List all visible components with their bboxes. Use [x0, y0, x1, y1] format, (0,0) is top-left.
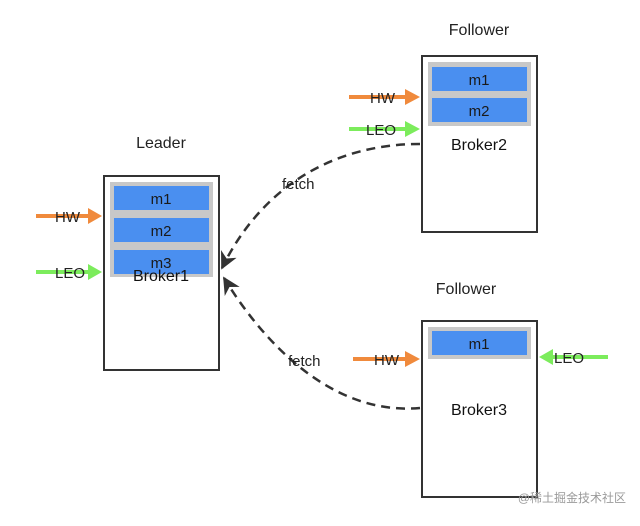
broker1-group: Leader m1 m2 m3 Broker1 HW LEO	[36, 135, 220, 371]
broker1-leo-arrow: LEO	[36, 264, 102, 282]
broker1-message-m3	[114, 250, 209, 274]
broker3-message-m1	[432, 331, 527, 355]
broker3-leo-label: LEO	[554, 350, 584, 367]
watermark-text: @稀土掘金技术社区	[518, 490, 626, 505]
broker3-hw-label: HW	[374, 352, 400, 369]
leader-role-label: Leader	[136, 135, 186, 152]
broker1-message-m1-label: m1	[151, 191, 172, 208]
broker3-leo-arrow: LEO	[539, 349, 608, 367]
broker2-hw-arrow: HW	[349, 89, 420, 107]
broker1-leo-label: LEO	[55, 265, 85, 282]
broker3-hw-arrow: HW	[353, 351, 420, 369]
broker1-message-m2	[114, 218, 209, 242]
broker1-name: Broker1	[133, 268, 189, 285]
broker2-message-m1-label: m1	[469, 72, 490, 89]
fetch-label-bottom: fetch	[288, 353, 321, 370]
broker1-hw-arrow: HW	[36, 208, 102, 226]
fetch-connector-top: fetch	[220, 142, 421, 270]
broker1-hw-label: HW	[55, 209, 81, 226]
broker2-hw-label: HW	[370, 90, 396, 107]
broker1-message-m2-label: m2	[151, 223, 172, 240]
broker2-role-label: Follower	[449, 22, 510, 39]
broker1-message-m1	[114, 186, 209, 210]
broker1-message-m3-label: m3	[151, 255, 172, 272]
broker3-name: Broker3	[451, 402, 507, 419]
broker3-group: Follower m1 Broker3 HW LEO	[353, 281, 608, 498]
broker2-leo-label: LEO	[366, 122, 396, 139]
broker2-message-m1	[432, 67, 527, 91]
broker2-name: Broker2	[451, 137, 507, 154]
fetch-connector-bottom: fetch	[222, 276, 421, 410]
broker2-message-m2	[432, 98, 527, 122]
broker2-group: Follower m1 m2 Broker2 HW LEO	[349, 22, 538, 233]
broker2-leo-arrow: LEO	[349, 121, 420, 139]
fetch-label-top: fetch	[282, 176, 315, 193]
broker3-message-m1-label: m1	[469, 336, 490, 353]
broker2-message-m2-label: m2	[469, 103, 490, 120]
broker3-role-label: Follower	[436, 281, 497, 298]
